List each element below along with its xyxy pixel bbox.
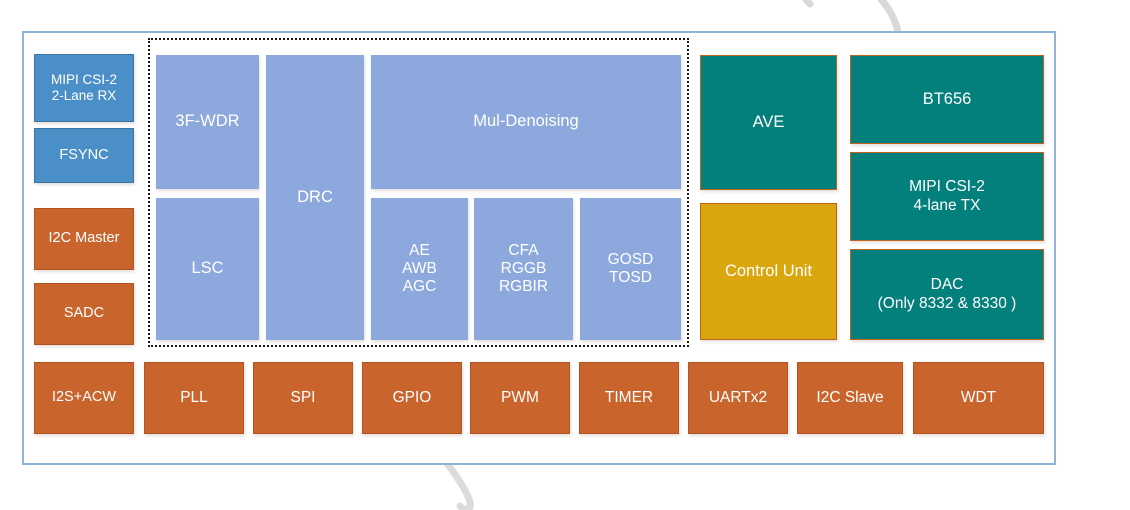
block-mipi-csi2-2lane-rx[interactable]: MIPI CSI-2 2-Lane RX: [34, 54, 134, 122]
block-drc[interactable]: DRC: [266, 55, 364, 340]
block-i2c-master[interactable]: I2C Master: [34, 208, 134, 270]
block-gpio[interactable]: GPIO: [362, 362, 462, 434]
block-wdt[interactable]: WDT: [913, 362, 1044, 434]
block-ave[interactable]: AVE: [700, 55, 837, 190]
block-3f-wdr[interactable]: 3F-WDR: [156, 55, 259, 189]
block-cfa-rggb-rgbir[interactable]: CFA RGGB RGBIR: [474, 198, 573, 340]
block-control-unit[interactable]: Control Unit: [700, 203, 837, 340]
block-timer[interactable]: TIMER: [579, 362, 679, 434]
block-i2s-acw[interactable]: I2S+ACW: [34, 362, 134, 434]
block-spi[interactable]: SPI: [253, 362, 353, 434]
block-mul-denoising[interactable]: Mul-Denoising: [371, 55, 681, 189]
block-lsc[interactable]: LSC: [156, 198, 259, 340]
block-fsync[interactable]: FSYNC: [34, 128, 134, 183]
block-mipi-csi2-4lane-tx[interactable]: MIPI CSI-2 4-lane TX: [850, 152, 1044, 241]
block-uartx2[interactable]: UARTx2: [688, 362, 788, 434]
block-sadc[interactable]: SADC: [34, 283, 134, 345]
block-pll[interactable]: PLL: [144, 362, 244, 434]
block-bt656[interactable]: BT656: [850, 55, 1044, 144]
block-gosd-tosd[interactable]: GOSD TOSD: [580, 198, 681, 340]
block-ae-awb-agc[interactable]: AE AWB AGC: [371, 198, 468, 340]
block-pwm[interactable]: PWM: [470, 362, 570, 434]
block-dac[interactable]: DAC (Only 8332 & 8330 ): [850, 249, 1044, 340]
block-i2c-slave[interactable]: I2C Slave: [797, 362, 903, 434]
isp-pipeline-region: [148, 38, 689, 347]
